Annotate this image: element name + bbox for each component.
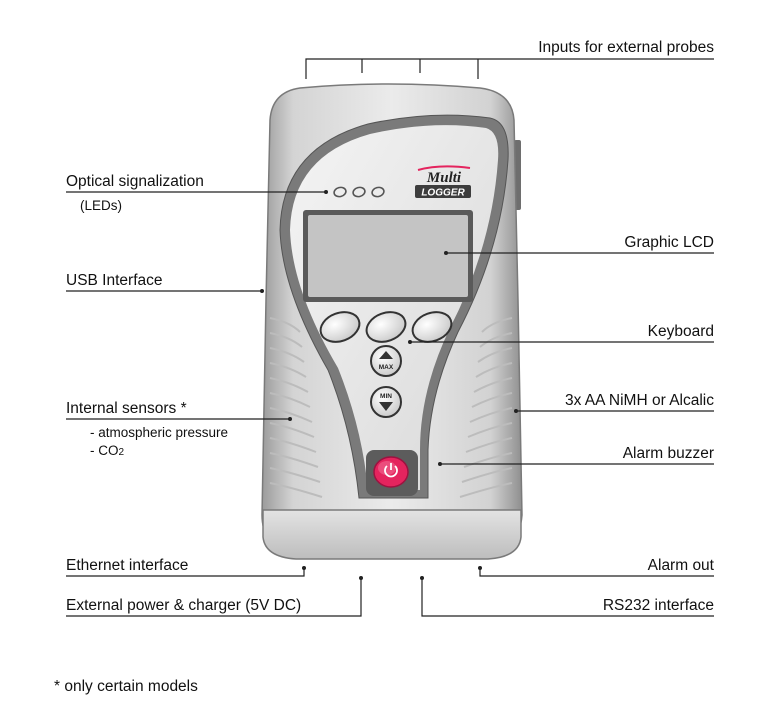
- logo-logger: LOGGER: [421, 188, 465, 199]
- label-usb-interface: USB Interface: [66, 272, 163, 289]
- led-1: [333, 186, 347, 198]
- led-indicators: [333, 186, 385, 198]
- logo-multi: Multi: [426, 170, 462, 186]
- label-alarm-buzzer: Alarm buzzer: [622, 445, 714, 462]
- grip-ridges-right: [459, 317, 513, 498]
- multilogger-device: Multi LOGGER MAX MIN: [261, 83, 523, 560]
- label-graphic-lcd: Graphic LCD: [624, 234, 714, 251]
- power-button[interactable]: [373, 456, 409, 488]
- graphic-lcd-screen: [308, 215, 468, 297]
- logo-plate: [415, 185, 471, 198]
- label-external-power: External power & charger (5V DC): [66, 597, 302, 614]
- led-2: [352, 186, 366, 198]
- label-internal-sensors: Internal sensors *: [66, 400, 187, 417]
- label-sensor-co2: - CO2: [90, 443, 124, 461]
- label-inputs-probes: Inputs for external probes: [538, 39, 714, 56]
- callout-alarm-out: [479, 568, 714, 577]
- device-base: [262, 509, 522, 560]
- footnote: * only certain models: [54, 678, 198, 695]
- label-battery: 3x AA NiMH or Alcalic: [564, 392, 714, 409]
- max-key[interactable]: MAX: [370, 345, 402, 377]
- multilogger-logo: Multi LOGGER: [415, 165, 471, 199]
- callout-lines: [66, 58, 714, 617]
- arrow-up-icon: [379, 351, 393, 359]
- label-rs232-interface: RS232 interface: [602, 597, 714, 614]
- arrow-down-icon: [379, 402, 393, 411]
- power-icon: [384, 463, 398, 478]
- soft-key-2[interactable]: [362, 307, 409, 347]
- logo-swoosh: [417, 165, 471, 171]
- callout-dots: [260, 190, 518, 580]
- label-keyboard: Keyboard: [647, 323, 714, 340]
- soft-keys: [316, 307, 455, 347]
- label-alarm-out: Alarm out: [647, 557, 714, 574]
- label-sensor-pressure: - atmospheric pressure: [90, 425, 229, 440]
- label-sensor-co2-subscript: 2: [118, 447, 125, 458]
- max-key-label: MAX: [379, 364, 394, 371]
- label-optical-leds: (LEDs): [80, 198, 123, 213]
- min-key[interactable]: MIN: [370, 386, 402, 418]
- min-key-label: MIN: [380, 393, 392, 400]
- callout-rs232: [421, 578, 714, 617]
- grip-ridges-left: [269, 317, 323, 498]
- label-ethernet-interface: Ethernet interface: [66, 557, 189, 574]
- label-optical-signalization: Optical signalization: [66, 173, 204, 190]
- label-sensor-co2-text: - CO: [90, 443, 119, 458]
- soft-key-3[interactable]: [408, 307, 455, 347]
- led-3: [371, 186, 385, 198]
- callout-power: [66, 578, 362, 617]
- callout-inputs: [305, 58, 714, 79]
- soft-key-1[interactable]: [316, 307, 363, 347]
- callout-ethernet: [66, 568, 305, 577]
